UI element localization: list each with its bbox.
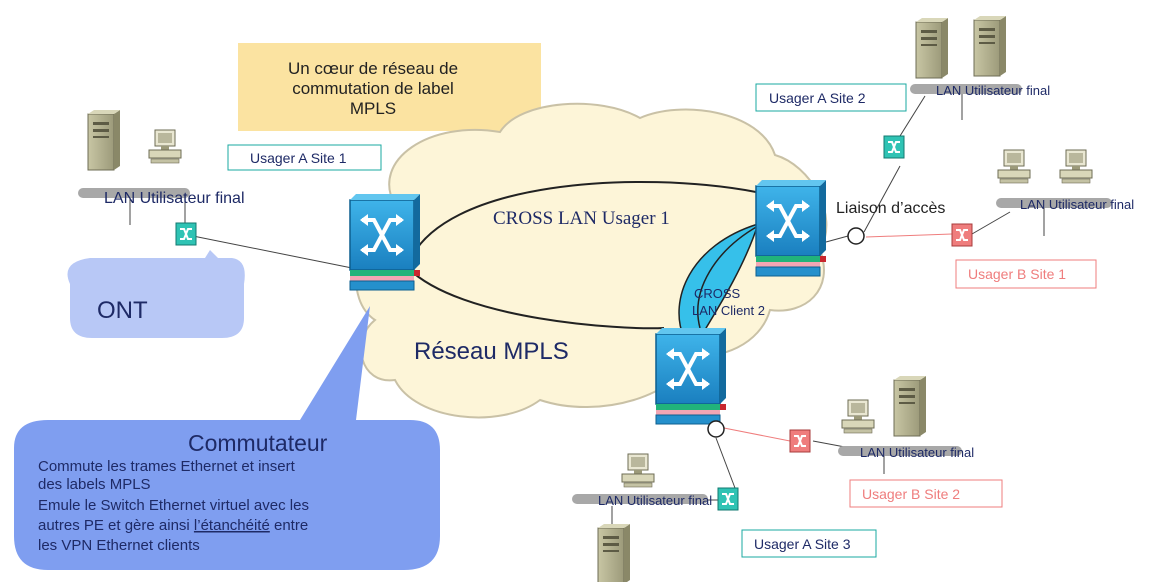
ont-callout-bubble [67, 250, 245, 338]
cross-lan-2-line1: CROSS [694, 286, 741, 301]
switch-callout-line4: autres PE et gère ainsi l’étanchéité ent… [38, 517, 308, 534]
site-b2-lan-drop [812, 440, 846, 448]
core-note-line1: Un cœur de réseau de [288, 59, 458, 78]
bottom-right-workstation-icon [841, 399, 875, 434]
bottom-right-lan-label: LAN Utilisateur final [860, 445, 974, 460]
site-a2: Usager A Site 2 LAN Utilisateur final [755, 15, 1050, 159]
left-workstation-icon [148, 129, 182, 164]
access-port-right-icon [847, 227, 865, 245]
site-b1-lan-drop [971, 211, 1011, 235]
pe-switch-right-icon [754, 178, 828, 278]
core-note-line2: commutation de label [292, 79, 454, 98]
switch-callout-line1: Commute les trames Ethernet et insert [38, 458, 296, 475]
site-a2-label-box [755, 83, 907, 112]
core-note-line3: MPLS [350, 99, 396, 118]
top-right-server-1-icon [915, 17, 949, 79]
site-b1-label-box [955, 259, 1097, 289]
switch-callout: Commutateur Commute les trames Ethernet … [14, 306, 440, 570]
left-access-link [192, 235, 353, 269]
core-note-box [238, 43, 541, 131]
mpls-cloud [355, 102, 828, 419]
link-to-site-b1 [865, 233, 953, 238]
cross-lan-1-upper [407, 180, 757, 266]
switch-callout-line4-prefix: autres PE et gère ainsi [38, 517, 194, 534]
bottom-lan-bar [572, 494, 708, 504]
ont-callout: ONT [67, 250, 245, 338]
site-b1-label: Usager B Site 1 [968, 266, 1066, 282]
switch-callout-line4-underlined: l’étanchéité [194, 517, 270, 534]
top-right-lan-label: LAN Utilisateur final [936, 83, 1050, 98]
switch-callout-title: Commutateur [188, 430, 328, 456]
site-a1-label: Usager A Site 1 [250, 150, 347, 166]
switch-callout-line5: les VPN Ethernet clients [38, 537, 200, 554]
site-a2-lan-drop [899, 95, 926, 137]
site-a3-ce-switch-icon [717, 487, 739, 511]
access-link-label: Liaison d’accès [836, 200, 945, 217]
access-port-bottom-icon [707, 420, 725, 438]
bottom-lan-label: LAN Utilisateur final [598, 493, 712, 508]
bottom-workstation-icon [621, 453, 655, 488]
network-links [129, 95, 1011, 532]
site-a2-label: Usager A Site 2 [769, 90, 866, 106]
site-a3: LAN Utilisateur final Usager A Site 3 [572, 453, 877, 582]
left-lan-label: LAN Utilisateur final [104, 190, 245, 207]
top-right-server-2-icon [973, 15, 1007, 77]
switch-callout-line2: des labels MPLS [38, 476, 151, 493]
left-lan-bar [78, 188, 190, 198]
site-a3-label: Usager A Site 3 [754, 536, 851, 552]
switch-callout-line4-suffix: entre [270, 517, 308, 534]
core-network-note: Un cœur de réseau de commutation de labe… [238, 43, 541, 131]
pe-right-uplink [825, 235, 849, 243]
mpls-network-label: Réseau MPLS [414, 338, 569, 365]
link-to-site-a2 [863, 165, 901, 233]
right-lan-bar [996, 198, 1112, 208]
cross-lan-1-label: CROSS LAN Usager 1 [493, 208, 670, 229]
site-b1: LAN Utilisateur final Usager B Site 1 [951, 149, 1134, 289]
site-b1-ce-switch-icon [951, 223, 973, 247]
top-right-lan-bar [910, 84, 1022, 94]
pe-switch-left-icon [348, 192, 422, 292]
site-a1: Usager A Site 1 LAN Utilisateur final [78, 109, 382, 246]
left-server-icon [87, 109, 121, 171]
left-ce-switch-icon [175, 222, 197, 246]
cross-lan-2-inner [697, 225, 759, 329]
site-a3-label-box [741, 529, 877, 558]
switch-callout-bubble [14, 306, 440, 570]
switch-callout-line3: Emule le Switch Ethernet virtuel avec le… [38, 497, 309, 514]
right-workstation-1-icon [997, 149, 1031, 184]
bottom-right-lan-bar [838, 446, 962, 456]
right-lan-label: LAN Utilisateur final [1020, 197, 1134, 212]
site-b2: LAN Utilisateur final Usager B Site 2 [789, 375, 1003, 508]
bottom-server-icon [597, 523, 631, 582]
bottom-right-server-icon [893, 375, 927, 437]
right-workstation-2-icon [1059, 149, 1093, 184]
site-b2-ce-switch-icon [789, 429, 811, 453]
site-a2-ce-switch-icon [883, 135, 905, 159]
cross-lan-1-lower [407, 267, 665, 330]
site-b2-label-box [849, 479, 1003, 508]
site-b2-label: Usager B Site 2 [862, 486, 960, 502]
link-to-site-b2 [723, 427, 791, 442]
site-a1-label-box [227, 144, 382, 171]
link-to-site-a3 [715, 437, 736, 489]
cross-lan-2-line2: LAN Client 2 [692, 303, 765, 318]
pe-switch-bottom-icon [654, 326, 728, 426]
ont-callout-label: ONT [97, 297, 148, 324]
